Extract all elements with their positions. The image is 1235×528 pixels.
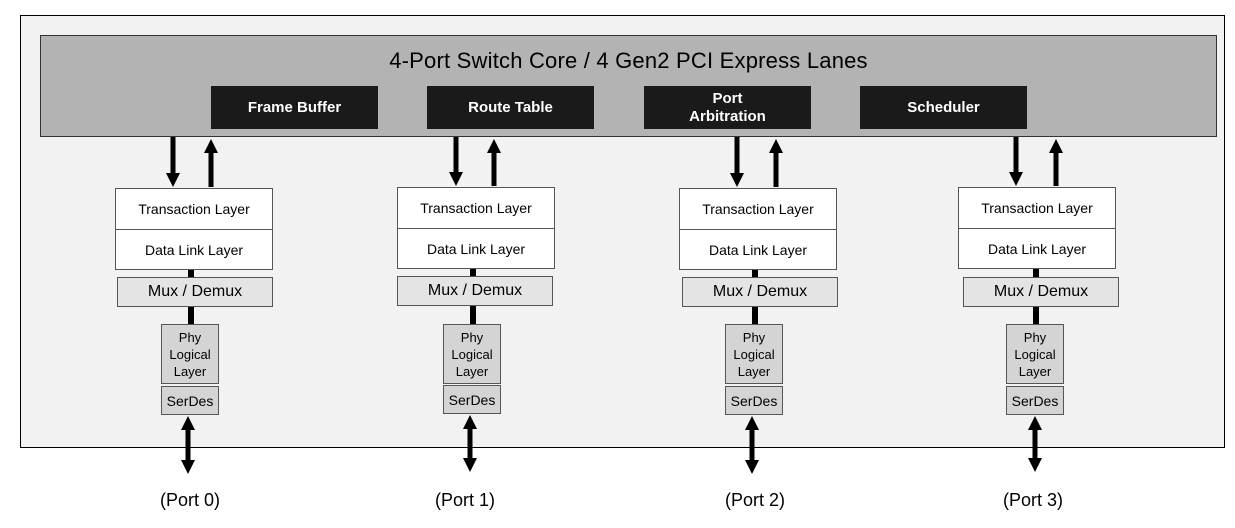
frame-buffer-label: Frame Buffer [247, 98, 342, 116]
port-3-serdes: SerDes [1006, 386, 1064, 415]
port-2-phy-logical-layer: Phy Logical Layer [725, 324, 783, 384]
port-2-serdes: SerDes [725, 386, 783, 415]
port-1-connector [470, 269, 476, 277]
port-1-down-arrow [453, 137, 459, 174]
port-3-link-stack: Transaction Layer Data Link Layer [958, 187, 1116, 269]
port-1-up-arrow-head [487, 139, 501, 153]
port-2-up-arrow-head [769, 139, 783, 153]
port-1-serdes: SerDes [443, 385, 501, 414]
port-0-mux-demux: Mux / Demux [117, 277, 273, 307]
port-2-external-link-arrow [749, 428, 755, 462]
port-3-connector [1033, 269, 1039, 278]
port-3-phy-logical-layer: Phy Logical Layer [1006, 324, 1064, 384]
port-2-mux-demux: Mux / Demux [682, 277, 838, 307]
scheduler-block: Scheduler [860, 86, 1027, 129]
port-0-up-arrow [208, 149, 214, 187]
port-0-connector [188, 307, 194, 325]
route-table-block: Route Table [427, 86, 594, 129]
port-3-data-link-layer: Data Link Layer [987, 241, 1087, 257]
port-3-external-link-arrow-head-top [1028, 416, 1042, 430]
port-2-down-arrow [734, 137, 740, 175]
port-1-transaction-layer: Transaction Layer [398, 188, 554, 229]
port-0-serdes: SerDes [161, 386, 219, 415]
frame-buffer-block: Frame Buffer [211, 86, 378, 129]
port-0-external-link-arrow-head-top [181, 416, 195, 430]
port-2-link-stack: Transaction Layer Data Link Layer [679, 188, 837, 270]
switch-core-title: 4-Port Switch Core / 4 Gen2 PCI Express … [389, 48, 868, 73]
port-3-up-arrow-head [1049, 139, 1063, 153]
port-0-data-link-layer: Data Link Layer [144, 242, 244, 258]
port-1-external-link-arrow [467, 427, 473, 460]
port-2-external-link-arrow-head-bottom [745, 460, 759, 474]
port-1-external-link-arrow-head-top [463, 415, 477, 429]
port-0-connector [188, 270, 194, 278]
port-3-mux-demux: Mux / Demux [963, 277, 1119, 307]
port-0-transaction-layer: Transaction Layer [116, 189, 272, 230]
port-3-down-arrow [1013, 137, 1019, 174]
port-2-connector [752, 270, 758, 278]
port-0-down-arrow-head [166, 173, 180, 187]
port-arbitration-label: Port Arbitration [689, 89, 766, 125]
port-2-up-arrow [773, 149, 779, 187]
port-1-link-stack: Transaction Layer Data Link Layer [397, 187, 555, 269]
port-1-label: (Port 1) [434, 490, 495, 510]
port-2-transaction-layer: Transaction Layer [680, 189, 836, 230]
scheduler-label: Scheduler [907, 98, 980, 116]
port-3-external-link-arrow [1032, 428, 1038, 460]
port-1-external-link-arrow-head-bottom [463, 458, 477, 472]
port-1-mux-demux: Mux / Demux [397, 276, 553, 306]
port-0-label: (Port 0) [159, 490, 220, 510]
port-2-label: (Port 2) [724, 490, 785, 510]
port-0-down-arrow [170, 137, 176, 175]
port-3-label: (Port 3) [1002, 490, 1063, 510]
port-3-external-link-arrow-head-bottom [1028, 458, 1042, 472]
port-2-external-link-arrow-head-top [745, 416, 759, 430]
port-3-transaction-layer: Transaction Layer [959, 188, 1115, 229]
port-0-external-link-arrow [185, 428, 191, 462]
port-3-up-arrow [1053, 149, 1059, 186]
port-0-phy-logical-layer: Phy Logical Layer [161, 324, 219, 384]
port-arbitration-block: Port Arbitration [644, 86, 811, 129]
port-0-external-link-arrow-head-bottom [181, 460, 195, 474]
port-2-data-link-layer: Data Link Layer [708, 242, 808, 258]
port-1-phy-logical-layer: Phy Logical Layer [443, 324, 501, 384]
port-3-down-arrow-head [1009, 172, 1023, 186]
port-1-down-arrow-head [449, 172, 463, 186]
port-2-down-arrow-head [730, 173, 744, 187]
port-0-up-arrow-head [204, 139, 218, 153]
port-1-data-link-layer: Data Link Layer [426, 241, 526, 257]
port-2-connector [752, 307, 758, 325]
port-1-up-arrow [491, 149, 497, 186]
port-1-connector [470, 306, 476, 325]
route-table-label: Route Table [468, 98, 553, 116]
port-0-link-stack: Transaction Layer Data Link Layer [115, 188, 273, 270]
port-3-connector [1033, 307, 1039, 325]
